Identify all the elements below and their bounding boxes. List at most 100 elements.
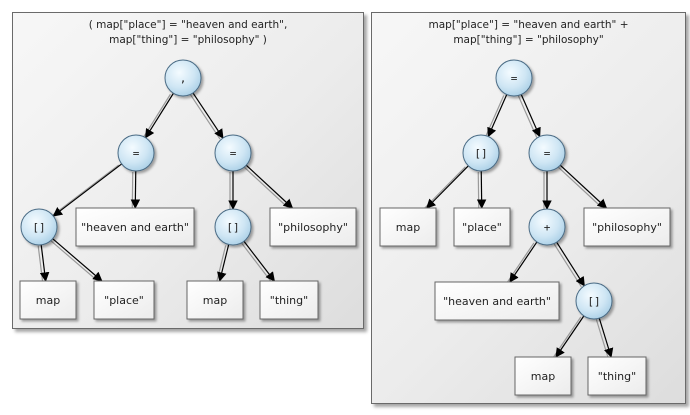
node-label: [] <box>32 221 45 234</box>
operator-circle <box>214 134 252 172</box>
leaf-box <box>93 280 155 320</box>
operator-node-L_idx1: [] <box>20 208 58 246</box>
operator-circle <box>214 208 252 246</box>
edge-L_eq1-L_heaven <box>130 170 141 209</box>
edge-shadow-L_idx1-L_place <box>49 239 100 283</box>
operator-node-L_eq1: = <box>117 134 155 172</box>
edge-R_idx1-R_map1 <box>426 165 469 209</box>
operator-node-R_eq2: = <box>528 134 566 172</box>
operator-node-L_idx2: [] <box>214 208 252 246</box>
leaf-node-R_place: "place" <box>453 207 511 247</box>
node-label: = <box>511 72 518 85</box>
node-label: "place" <box>462 221 502 234</box>
node-label: = <box>230 147 237 160</box>
node-label: = <box>544 147 551 160</box>
edge-R_eq2-R_philo <box>559 164 608 209</box>
node-label: "heaven and earth" <box>443 295 551 308</box>
edge-shadow-L_comma-L_eq1 <box>142 93 171 140</box>
right-title-line1: map["place"] = "heaven and earth" + <box>428 19 629 31</box>
edge-L_comma-L_eq1 <box>145 92 174 139</box>
operator-circle <box>164 59 202 97</box>
edge-L_idx1-L_map1 <box>39 244 50 282</box>
left-title-line1: ( map["place"] = "heaven and earth", <box>88 19 288 31</box>
operator-node-L_comma: , <box>164 59 202 97</box>
leaf-box <box>186 280 244 320</box>
operator-node-R_idx1: [] <box>462 134 500 172</box>
edge-L_eq2-L_philo <box>245 164 294 209</box>
edge-shadow-R_idx2-R_map2 <box>552 316 582 359</box>
leaf-node-R_thing: "thing" <box>587 356 647 396</box>
leaf-node-L_heaven: "heaven and earth" <box>75 207 195 247</box>
leaf-box <box>75 207 195 247</box>
edge-shadow-R_eq1-R_eq2 <box>517 95 538 138</box>
edge-shadow-L_comma-L_eq2 <box>189 93 221 140</box>
node-label: "philosophy" <box>592 221 662 234</box>
operator-node-R_plus: + <box>528 208 566 246</box>
operator-circle <box>117 134 155 172</box>
node-label: map <box>531 370 555 383</box>
operator-node-L_eq2: = <box>214 134 252 172</box>
edge-shadow-R_idx1-R_place <box>477 171 480 210</box>
leaf-box <box>434 281 560 321</box>
node-label: = <box>133 147 140 160</box>
node-label: "thing" <box>270 294 308 307</box>
node-label: map <box>396 221 420 234</box>
operator-circle <box>462 134 500 172</box>
node-label: + <box>544 221 551 234</box>
edge-shadow-R_idx1-R_map1 <box>423 166 466 210</box>
leaf-node-L_map1: map <box>19 280 77 320</box>
edge-shadow-R_idx2-R_thing <box>595 319 609 359</box>
leaf-box <box>269 207 357 247</box>
edge-R_idx1-R_place <box>476 170 487 209</box>
node-label: [] <box>226 221 239 234</box>
leaf-node-R_heaven: "heaven and earth" <box>434 281 560 321</box>
leaf-node-L_place: "place" <box>93 280 155 320</box>
leaf-box <box>379 207 437 247</box>
node-label: map <box>203 294 227 307</box>
leaf-node-L_philo: "philosophy" <box>269 207 357 247</box>
node-label: , <box>180 72 187 85</box>
edge-shadow-L_eq1-L_heaven <box>131 171 134 210</box>
right-title-line2: map["thing"] = "philosophy" <box>453 34 604 46</box>
node-label: "heaven and earth" <box>81 221 189 234</box>
operator-node-R_idx2: [] <box>575 282 613 320</box>
edge-shadow-R_eq2-R_philo <box>556 165 604 210</box>
leaf-box <box>587 356 647 396</box>
node-label: [] <box>474 147 487 160</box>
edge-shadow-L_idx2-L_thing <box>240 241 272 283</box>
leaf-box <box>453 207 511 247</box>
node-label: "thing" <box>598 370 636 383</box>
edge-L_idx1-L_place <box>52 238 103 282</box>
leaf-box <box>583 207 671 247</box>
operator-circle <box>575 282 613 320</box>
node-label: "place" <box>104 294 144 307</box>
edge-L_eq1-L_idx1 <box>52 163 123 217</box>
operator-circle <box>528 134 566 172</box>
edge-shadow-R_plus-R_heaven <box>506 242 535 284</box>
edge-R_plus-R_heaven <box>509 241 538 283</box>
leaf-box <box>514 356 572 396</box>
leaf-node-R_map2: map <box>514 356 572 396</box>
leaf-box <box>259 280 319 320</box>
operator-circle <box>20 208 58 246</box>
node-label: map <box>36 294 60 307</box>
edge-shadow-L_eq2-L_philo <box>242 165 290 210</box>
edge-L_comma-L_eq2 <box>192 92 224 139</box>
edge-shadow-R_plus-R_idx2 <box>553 242 582 288</box>
edge-L_idx2-L_thing <box>243 240 276 282</box>
leaf-node-L_thing: "thing" <box>259 280 319 320</box>
edge-R_eq1-R_eq2 <box>520 94 541 138</box>
leaf-node-R_philo: "philosophy" <box>583 207 671 247</box>
edge-R_idx2-R_thing <box>598 318 614 358</box>
operator-circle <box>528 208 566 246</box>
node-label: [] <box>587 295 600 308</box>
edge-R_eq1-R_idx1 <box>487 94 508 138</box>
node-label: "philosophy" <box>278 221 348 234</box>
edge-shadow-R_eq1-R_idx1 <box>484 95 505 138</box>
leaf-box <box>19 280 77 320</box>
edge-R_idx2-R_map2 <box>555 315 585 358</box>
leaf-node-R_map1: map <box>379 207 437 247</box>
edge-R_plus-R_idx2 <box>556 241 585 287</box>
left-title-line2: map["thing"] = "philosophy" ) <box>109 34 267 46</box>
